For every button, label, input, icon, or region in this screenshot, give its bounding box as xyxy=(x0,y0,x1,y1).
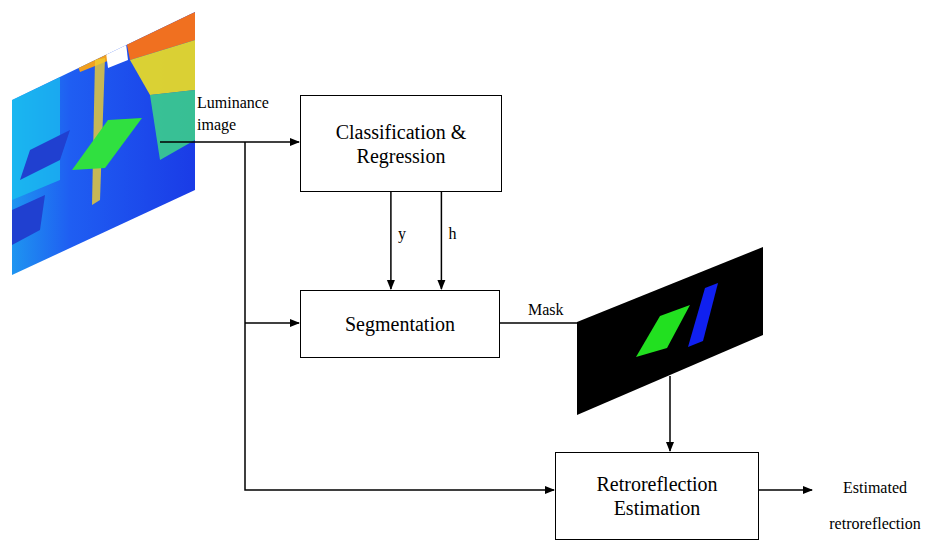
process-box: Retroreflection Estimation xyxy=(555,452,759,540)
luminance-image xyxy=(0,0,200,280)
annotation: Luminance image xyxy=(197,92,277,136)
connector-arrow xyxy=(390,192,392,289)
box-label: Segmentation xyxy=(331,312,469,336)
process-box: Classification & Regression xyxy=(300,95,502,192)
connector-arrow xyxy=(441,192,443,289)
box-label: Retroreflection Estimation xyxy=(556,472,758,520)
output-wire xyxy=(757,489,812,491)
input-wire xyxy=(160,141,299,143)
input-wire xyxy=(245,142,554,490)
mask-wire xyxy=(669,376,671,451)
signal-label: y xyxy=(396,225,408,243)
signal-label: h xyxy=(446,225,458,243)
input-wire xyxy=(245,322,299,324)
box-label: Classification & Regression xyxy=(301,120,501,168)
process-box: Segmentation xyxy=(300,290,500,358)
annotation: Mask xyxy=(528,299,588,321)
annotation: Estimated retroreflection xyxy=(812,470,938,542)
